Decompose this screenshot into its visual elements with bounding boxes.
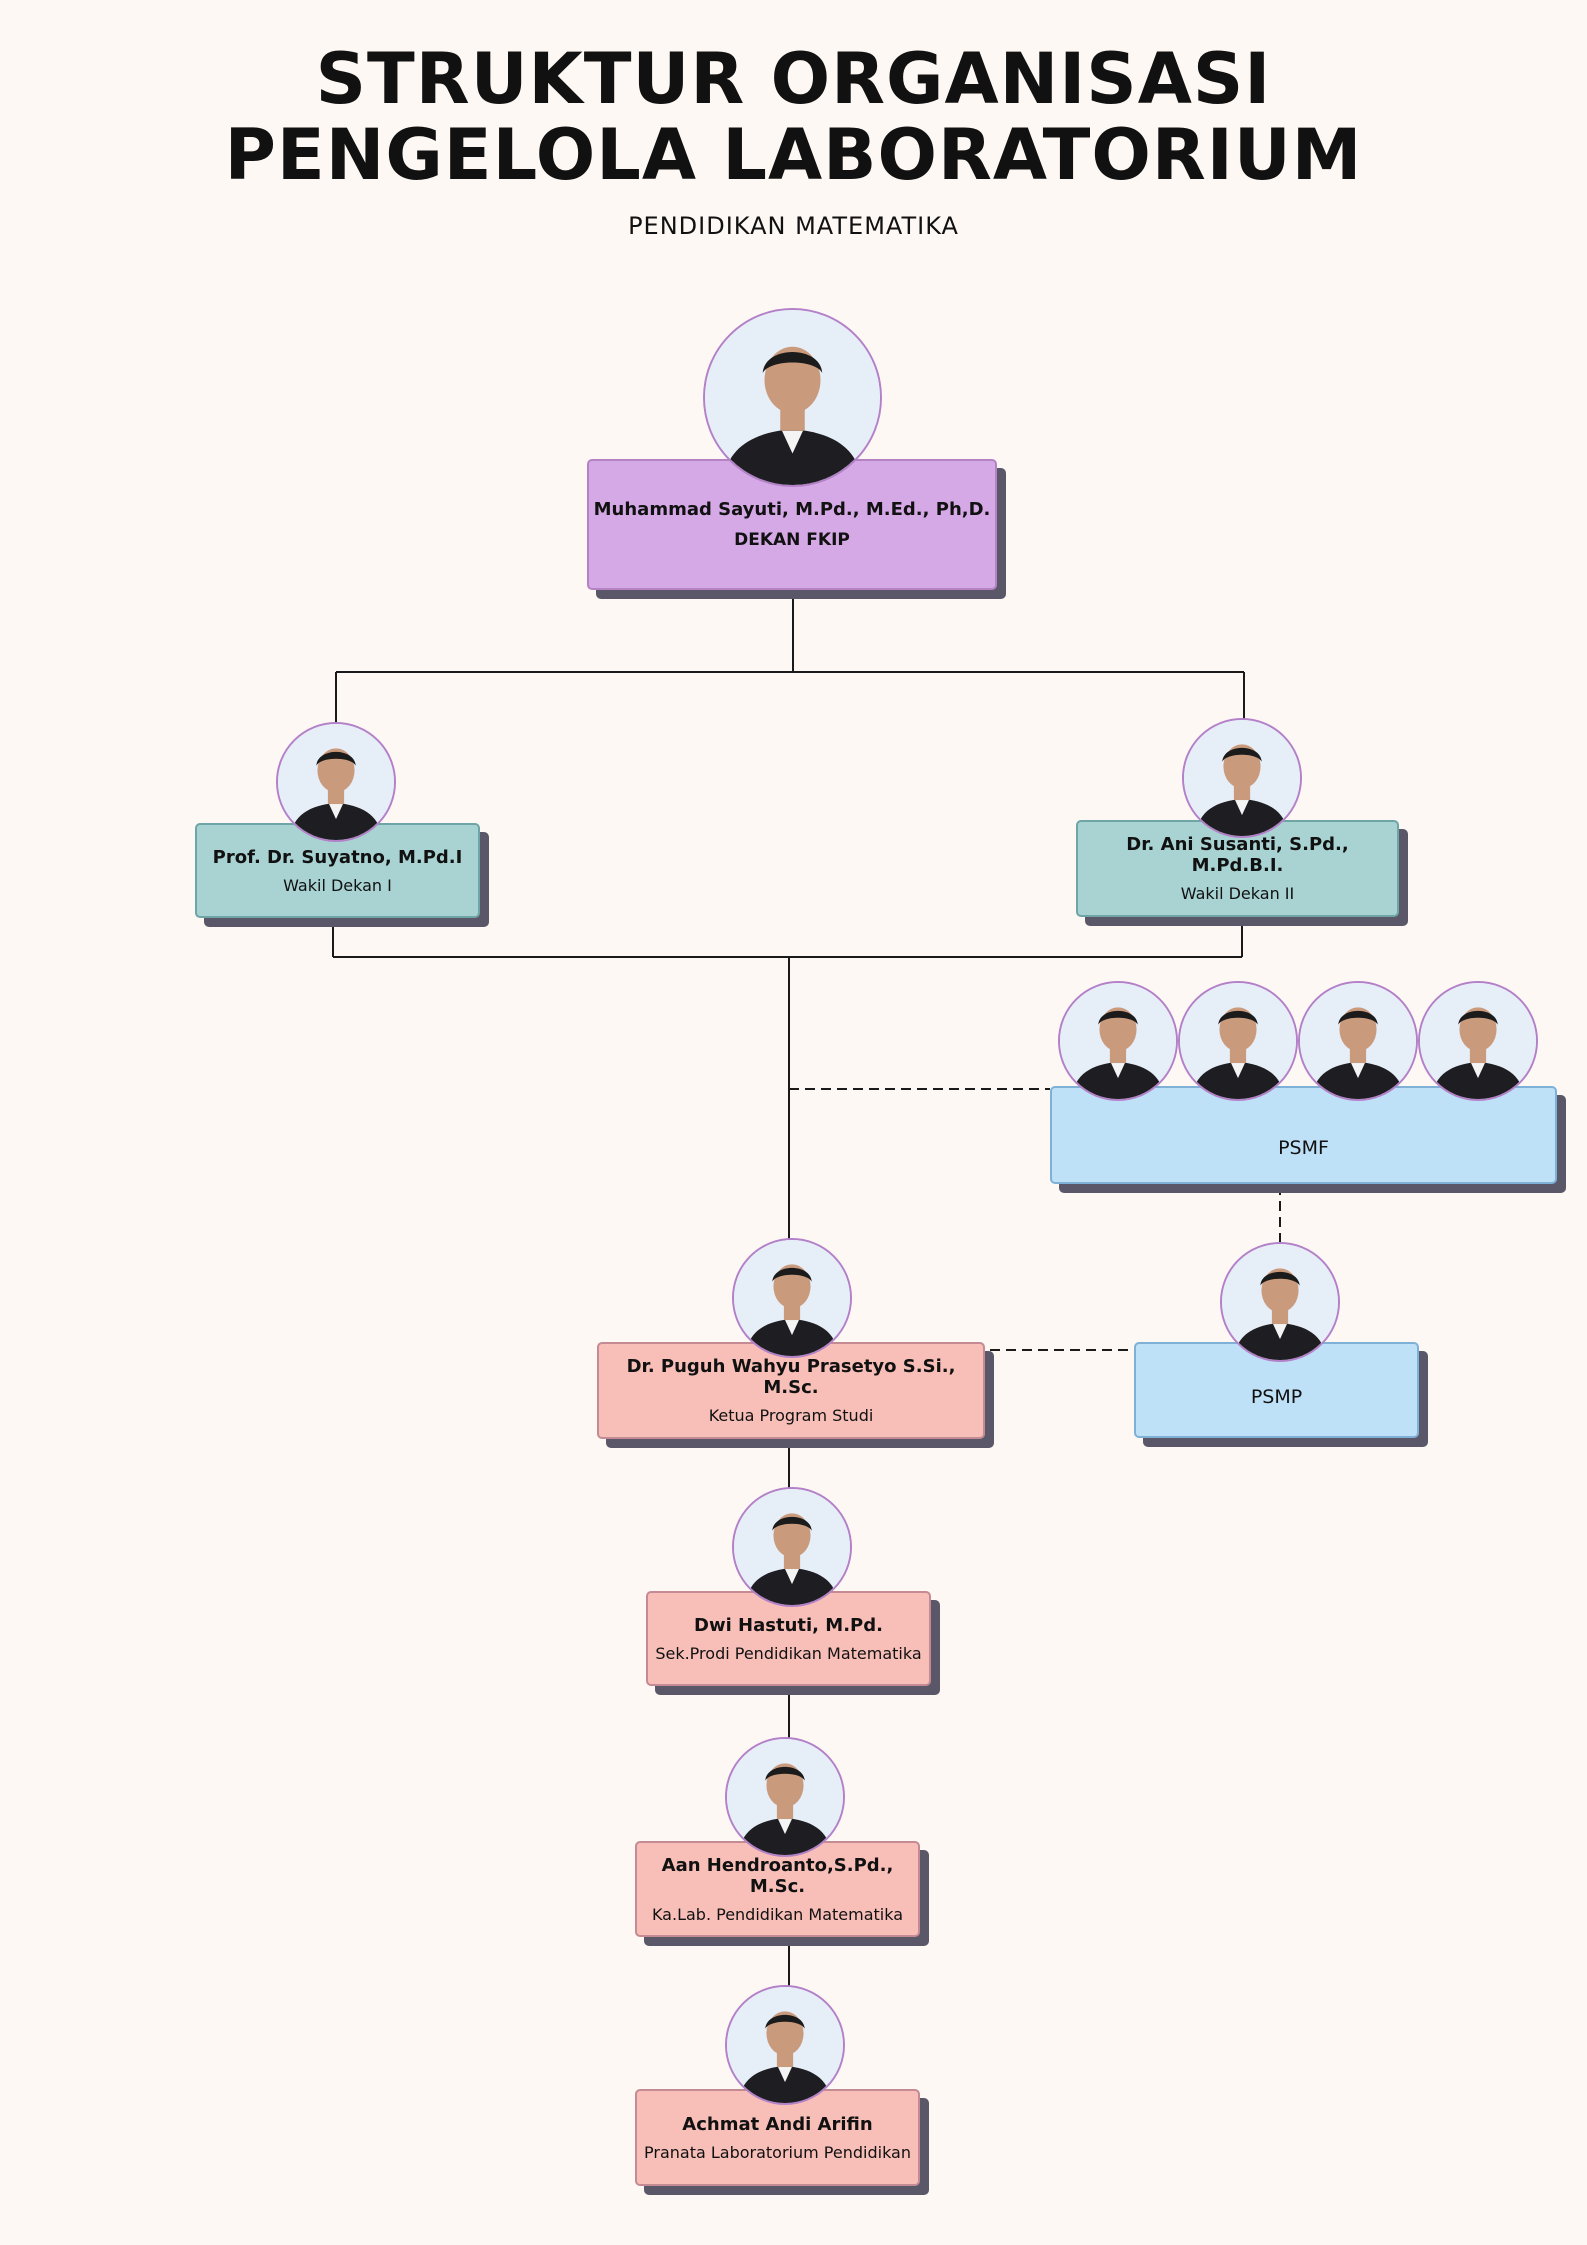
wakil-dekan-1-name: Prof. Dr. Suyatno, M.Pd.I — [212, 846, 463, 868]
wakil-dekan-2-photo — [1182, 718, 1302, 838]
sekprodi-box: Dwi Hastuti, M.Pd. Sek.Prodi Pendidikan … — [646, 1591, 931, 1686]
kalab-role: Ka.Lab. Pendidikan Matematika — [651, 1904, 904, 1924]
person-avatar-icon — [1420, 983, 1536, 1099]
person-avatar-icon — [727, 1987, 843, 2103]
subtitle: PENDIDIKAN MATEMATIKA — [628, 212, 959, 240]
person-avatar-icon — [1180, 983, 1296, 1099]
psmp-label: PSMP — [1250, 1386, 1303, 1408]
wakil-dekan-1-box: Prof. Dr. Suyatno, M.Pd.I Wakil Dekan I — [195, 823, 480, 918]
title-line-1: STRUKTUR ORGANISASI — [315, 38, 1272, 120]
person-avatar-icon — [1060, 983, 1176, 1099]
pranata-photo — [725, 1985, 845, 2105]
psmf-member-photo-3 — [1298, 981, 1418, 1101]
person-avatar-icon — [1300, 983, 1416, 1099]
ketua-program-studi-box: Dr. Puguh Wahyu Prasetyo S.Si., M.Sc. Ke… — [597, 1342, 985, 1439]
person-avatar-icon — [705, 310, 880, 485]
person-avatar-icon — [1184, 720, 1300, 836]
psmf-box: PSMF — [1050, 1086, 1557, 1184]
psmf-member-photo-1 — [1058, 981, 1178, 1101]
ketua-program-studi-photo — [732, 1238, 852, 1358]
person-avatar-icon — [727, 1739, 843, 1855]
kalab-name: Aan Hendroanto,S.Pd., M.Sc. — [661, 1854, 894, 1897]
wakil-dekan-2-name: Dr. Ani Susanti, S.Pd., M.Pd.B.I. — [1126, 834, 1349, 876]
psmf-member-photo-2 — [1178, 981, 1298, 1101]
person-avatar-icon — [1222, 1244, 1338, 1360]
sekprodi-photo — [732, 1487, 852, 1607]
person-avatar-icon — [278, 724, 394, 840]
pranata-name: Achmat Andi Arifin — [682, 2113, 873, 2135]
title-line-2: PENGELOLA LABORATORIUM — [224, 114, 1363, 196]
wakil-dekan-2-role: Wakil Dekan II — [1180, 884, 1295, 903]
wakil-dekan-1-photo — [276, 722, 396, 842]
sekprodi-role: Sek.Prodi Pendidikan Matematika — [655, 1643, 922, 1663]
person-avatar-icon — [734, 1489, 850, 1605]
person-avatar-icon — [734, 1240, 850, 1356]
ketua-program-studi-role: Ketua Program Studi — [708, 1406, 874, 1425]
ketua-program-studi-name: Dr. Puguh Wahyu Prasetyo S.Si., M.Sc. — [626, 1356, 956, 1398]
sekprodi-name: Dwi Hastuti, M.Pd. — [694, 1614, 883, 1636]
dekan-role: DEKAN FKIP — [734, 530, 850, 550]
dekan-photo — [703, 308, 882, 487]
psmp-box: PSMP — [1134, 1342, 1419, 1438]
pranata-role: Pranata Laboratorium Pendidikan — [644, 2142, 911, 2162]
psmf-label: PSMF — [1278, 1137, 1329, 1159]
psmp-photo — [1220, 1242, 1340, 1362]
psmf-member-photo-4 — [1418, 981, 1538, 1101]
wakil-dekan-1-role: Wakil Dekan I — [283, 875, 392, 895]
kalab-photo — [725, 1737, 845, 1857]
pranata-box: Achmat Andi Arifin Pranata Laboratorium … — [635, 2089, 920, 2186]
dekan-name: Muhammad Sayuti, M.Pd., M.Ed., Ph,D. — [593, 499, 991, 520]
